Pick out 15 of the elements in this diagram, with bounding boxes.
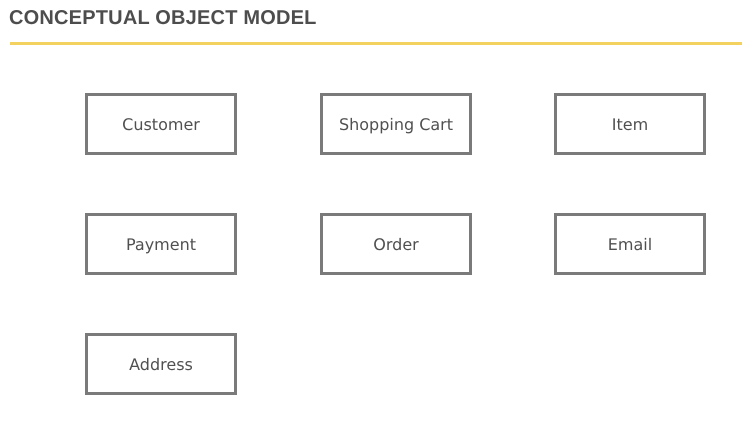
entity-label: Address (129, 354, 193, 374)
entity-box (85, 93, 237, 155)
entity-box (554, 93, 706, 155)
entity-box (85, 333, 237, 395)
entity-box (554, 213, 706, 275)
entity-label: Shopping Cart (338, 114, 454, 134)
entity-label: Order (373, 234, 419, 254)
entity-box (320, 93, 472, 155)
entity-label: Email (608, 234, 652, 254)
entity-box (320, 213, 472, 275)
entity-box (85, 213, 237, 275)
entity-label: Item (612, 114, 648, 134)
diagram-title: CONCEPTUAL OBJECT MODEL (9, 7, 317, 30)
entity-label: Customer (122, 114, 200, 134)
entity-label: Payment (126, 234, 196, 254)
